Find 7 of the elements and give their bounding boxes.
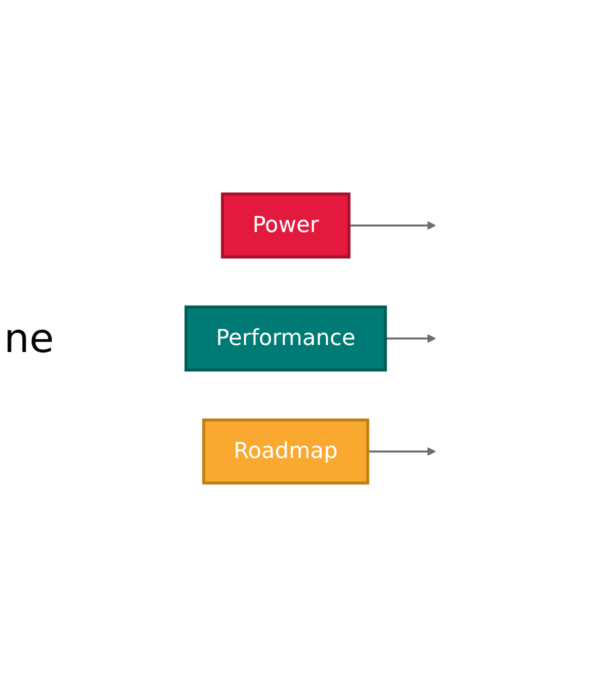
arrow <box>349 221 436 230</box>
heading-fragment: ne <box>4 316 55 362</box>
node-box: Performance <box>184 306 388 372</box>
arrow <box>386 334 436 343</box>
node-box: Power <box>221 192 351 258</box>
arrow <box>368 447 436 456</box>
node-box: Roadmap <box>202 418 370 484</box>
